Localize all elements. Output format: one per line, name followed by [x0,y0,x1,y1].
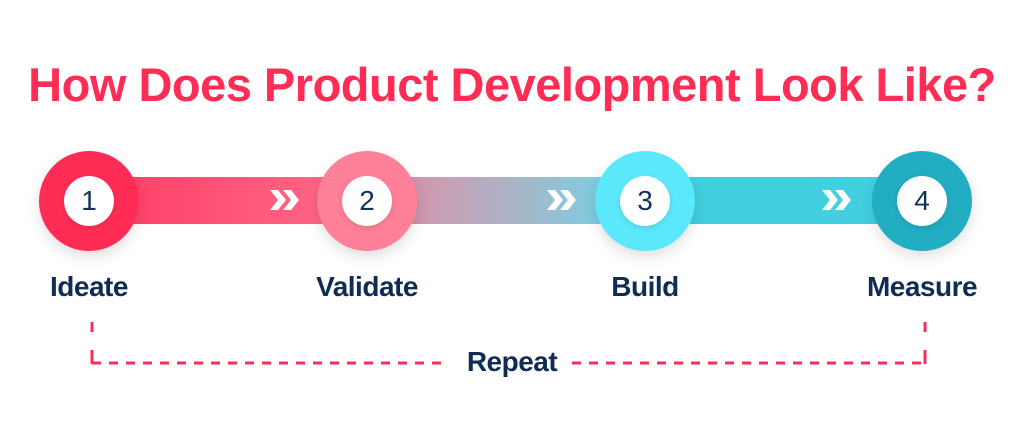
connector-bar-3-4 [660,177,910,224]
double-chevron-right-icon [270,190,299,210]
step-3-circle: 3 [595,151,695,251]
step-1-number: 1 [64,176,114,226]
connector-bar-2-3 [380,177,630,224]
step-4-label: Measure [866,271,978,302]
double-chevron-right-icon [547,190,576,210]
step-3-number: 3 [620,176,670,226]
step-1-label: Ideate [50,271,128,302]
diagram-title: How Does Product Development Look Like? [28,58,996,111]
step-2-number: 2 [342,176,392,226]
step-4-circle: 4 [872,151,972,251]
step-2-circle: 2 [317,151,417,251]
step-3-label: Build [611,271,679,302]
step-4-number: 4 [897,176,947,226]
step-2-label: Validate [316,271,418,302]
repeat-label: Repeat [466,346,558,377]
step-1-circle: 1 [39,151,139,251]
double-chevron-right-icon [822,190,851,210]
